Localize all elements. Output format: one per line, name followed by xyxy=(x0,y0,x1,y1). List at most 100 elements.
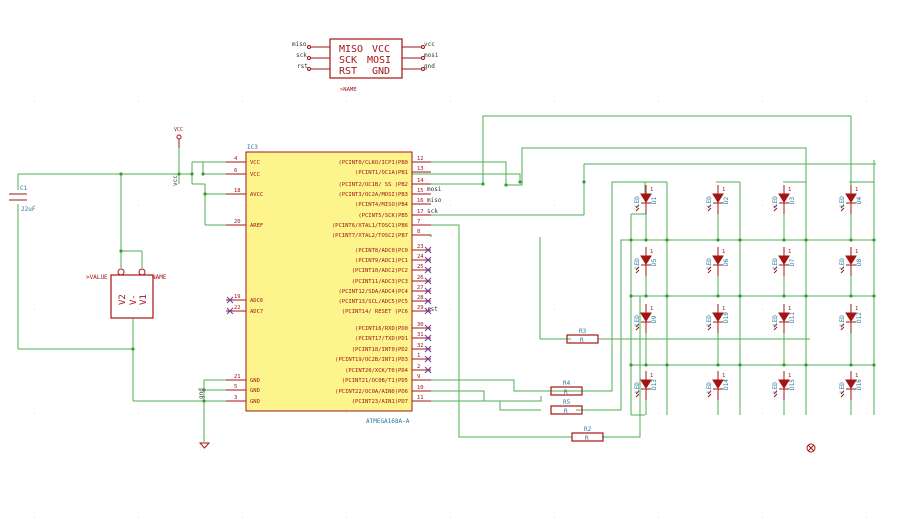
led-ref: D14 xyxy=(723,379,730,390)
mcu-pin-number: 30 xyxy=(417,322,424,328)
mcu-pin-name: (PCINT5/SCK)PB5 xyxy=(358,213,408,219)
capacitor-c1[interactable]: C1 22uF xyxy=(9,185,36,213)
led-emission-arrows xyxy=(840,266,845,274)
wire-junction xyxy=(131,347,135,351)
mcu-pin-number: 8 xyxy=(417,229,420,235)
mcu-pin-number: 27 xyxy=(417,285,424,291)
isp-name: >NAME xyxy=(340,87,357,93)
isp-net-sck: sck xyxy=(296,52,307,59)
led-emission-arrows xyxy=(840,323,845,331)
led-ref: D3 xyxy=(789,196,796,204)
isp-net-vcc: vcc xyxy=(424,41,435,48)
junctions xyxy=(119,172,876,403)
mcu-pin-number: 26 xyxy=(417,275,424,281)
mcu-atmega168a[interactable]: IC3 ATMEGA168A-A 4VCC6VCC18AVCC20AREF19A… xyxy=(226,144,431,425)
grid-dot xyxy=(866,101,867,102)
wire-junction xyxy=(738,294,742,298)
no-connect-mark xyxy=(424,297,432,305)
no-connect-mark xyxy=(424,287,432,295)
mcu-pin-number: 25 xyxy=(417,264,424,270)
wire-junction xyxy=(644,294,648,298)
wire-junction xyxy=(872,294,876,298)
resistor-r2[interactable]: R2 R xyxy=(571,426,604,442)
wire-junction xyxy=(782,363,786,367)
grid-dot xyxy=(554,517,555,518)
resistor-r3[interactable]: R3 R xyxy=(566,328,599,344)
mcu-net-miso: miso xyxy=(427,197,442,204)
resistor-r4[interactable]: R4 R xyxy=(550,380,583,396)
reg-pin-v2: V2 xyxy=(118,294,128,305)
led-part: LED xyxy=(772,382,779,393)
led-pin-number: 1 xyxy=(722,373,725,379)
led-ref: D16 xyxy=(856,379,863,390)
mcu-pin-name: GND xyxy=(250,399,260,405)
led-ref: D6 xyxy=(723,258,730,266)
isp-header[interactable]: MISO SCK RST VCC MOSI GND miso sck rst v… xyxy=(292,38,439,93)
no-connect-mark xyxy=(424,307,432,315)
mcu-pin-name: (PCINT23/AIN1)PD7 xyxy=(352,399,408,405)
led-part: LED xyxy=(634,196,641,207)
isp-label-vcc: VCC xyxy=(372,44,390,55)
wire-junction xyxy=(782,294,786,298)
led-part: LED xyxy=(772,196,779,207)
wire-junction xyxy=(190,172,194,176)
grid-dot xyxy=(138,413,139,414)
led-pin-number: 1 xyxy=(650,306,653,312)
resistor-r5[interactable]: R5 R xyxy=(550,399,583,415)
mcu-ref: IC3 xyxy=(247,144,258,151)
grid-dot xyxy=(450,413,451,414)
led-emission-arrows xyxy=(773,266,778,274)
wire-junction xyxy=(872,363,876,367)
mcu-pin-number: 20 xyxy=(234,219,241,225)
wire-junction xyxy=(203,192,207,196)
mcu-pin-number: 13 xyxy=(417,166,424,172)
mcu-right-pins: 12(PCINT0/CLKO/ICP1)PB013(PCINT1/OC1A)PB… xyxy=(332,156,431,405)
isp-label-mosi: MOSI xyxy=(367,55,391,66)
no-connect-mark xyxy=(424,355,432,363)
led-part: LED xyxy=(634,382,641,393)
grid-dot xyxy=(554,205,555,206)
reg-pin-vminus: V- xyxy=(129,294,139,305)
grid-dot xyxy=(138,309,139,310)
no-connect-mark xyxy=(226,296,234,304)
led-pin-number: 1 xyxy=(855,306,858,312)
grid-dot xyxy=(762,101,763,102)
grid-dot xyxy=(34,205,35,206)
origin-marker xyxy=(806,443,816,453)
led-part: LED xyxy=(839,315,846,326)
led-part: LED xyxy=(772,258,779,269)
led-triangle xyxy=(778,255,790,265)
mcu-pin-name: (PCINT4/MISO)PB4 xyxy=(355,202,409,208)
led-part: LED xyxy=(839,258,846,269)
reg-name: NAME xyxy=(152,274,167,281)
mcu-pin-name: (PCINT22/OC0A/AIN0)PD6 xyxy=(335,389,408,395)
grid-dot xyxy=(34,517,35,518)
regulator[interactable]: >VALUE NAME V2 V- V1 xyxy=(86,268,167,319)
wire-junction xyxy=(738,238,742,242)
mcu-pin-name: AREF xyxy=(250,223,263,229)
led-ref: D8 xyxy=(856,258,863,266)
led-ref: D11 xyxy=(789,312,796,323)
led-emission-arrows xyxy=(707,390,712,398)
grid-dot xyxy=(346,413,347,414)
mcu-pin-name: (PCINT17/TXD)PD1 xyxy=(355,336,408,342)
led-triangle xyxy=(778,193,790,203)
wire-junction xyxy=(804,294,808,298)
mcu-pin-number: 22 xyxy=(234,305,241,311)
